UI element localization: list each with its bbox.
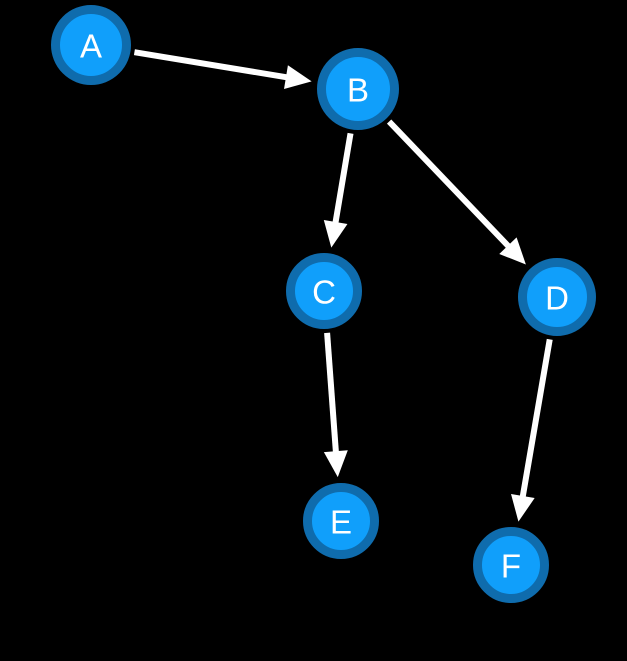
edge-line <box>324 332 340 456</box>
edge-line <box>133 49 291 81</box>
node-circle <box>473 527 549 603</box>
graph-edge-a-to-b[interactable] <box>133 49 312 89</box>
graph-node-e[interactable]: E <box>303 483 379 559</box>
arrow-head-icon <box>284 65 312 89</box>
node-circle <box>317 48 399 130</box>
node-circle <box>303 483 379 559</box>
node-layer: A B C D E F <box>51 5 596 603</box>
graph-edge-b-to-c[interactable] <box>323 132 354 248</box>
graph-node-a[interactable]: A <box>51 5 131 85</box>
graph-edge-d-to-f[interactable] <box>511 338 553 522</box>
edge-line <box>331 132 354 227</box>
graph-node-b[interactable]: B <box>317 48 399 130</box>
node-circle <box>286 253 362 329</box>
edge-line <box>519 338 553 501</box>
graph-node-d[interactable]: D <box>518 258 596 336</box>
arrow-head-icon <box>323 450 348 478</box>
node-circle <box>51 5 131 85</box>
graph-edge-b-to-d[interactable] <box>386 119 526 265</box>
graph-node-c[interactable]: C <box>286 253 362 329</box>
edge-line <box>386 119 513 251</box>
arrow-head-icon <box>323 219 348 248</box>
graph-edge-c-to-e[interactable] <box>323 332 348 478</box>
arrow-head-icon <box>499 237 526 265</box>
graph-node-f[interactable]: F <box>473 527 549 603</box>
arrow-head-icon <box>511 493 535 522</box>
edge-layer <box>133 49 553 522</box>
node-circle <box>518 258 596 336</box>
